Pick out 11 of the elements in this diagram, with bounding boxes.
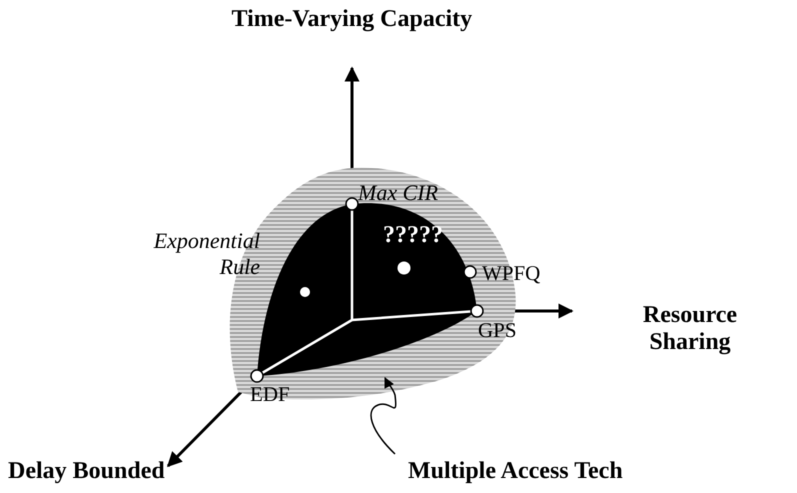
point-label: GPS: [478, 318, 517, 343]
point-label: Exponential Rule: [152, 228, 260, 280]
point-label: WPFQ: [482, 261, 540, 286]
point-label: Max CIR: [358, 180, 438, 206]
axis-title: Delay Bounded: [8, 458, 165, 485]
leader-line: [370, 377, 396, 455]
point-label: ?????: [383, 222, 443, 249]
point-label: EDF: [250, 382, 290, 407]
axis-title: Multiple Access Tech: [408, 458, 623, 485]
axis-title: Resource Sharing: [642, 302, 738, 356]
axis-title: Time-Varying Capacity: [232, 6, 472, 33]
